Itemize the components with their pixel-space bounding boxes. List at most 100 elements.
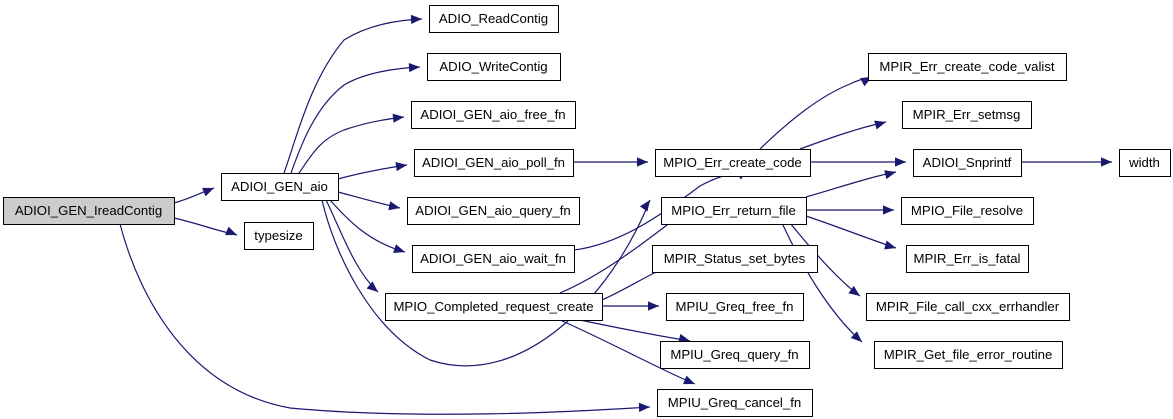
- node-label: MPIR_Err_create_code_valist: [879, 59, 1055, 74]
- graph-node[interactable]: ADIO_WriteContig: [427, 53, 561, 81]
- node-label: MPIR_File_call_cxx_errhandler: [876, 299, 1060, 314]
- graph-node[interactable]: MPIU_Greq_query_fn: [660, 341, 810, 369]
- node-box[interactable]: [407, 197, 580, 225]
- node-box[interactable]: [655, 149, 811, 177]
- arrowhead-icon: [638, 402, 650, 412]
- graph-node[interactable]: ADIOI_GEN_IreadContig: [3, 197, 175, 225]
- node-box[interactable]: [906, 245, 1029, 273]
- node-box[interactable]: [221, 173, 339, 201]
- node-box[interactable]: [429, 5, 559, 33]
- arrowhead-icon: [848, 285, 860, 296]
- node-box[interactable]: [902, 101, 1032, 129]
- graph-node[interactable]: MPIO_Err_create_code: [655, 149, 811, 177]
- node-label: MPIO_Err_create_code: [663, 155, 802, 170]
- arrowhead-icon: [202, 187, 214, 197]
- node-box[interactable]: [666, 293, 804, 321]
- arrowhead-icon: [392, 113, 404, 123]
- graph-node[interactable]: ADIOI_Snprintf: [913, 149, 1022, 177]
- graph-node[interactable]: MPIR_Err_create_code_valist: [868, 53, 1067, 81]
- node-box[interactable]: [414, 149, 574, 177]
- node-box[interactable]: [427, 53, 561, 81]
- node-box[interactable]: [657, 389, 813, 417]
- arrowhead-icon: [410, 14, 422, 24]
- graph-node[interactable]: ADIOI_GEN_aio_free_fn: [411, 101, 576, 129]
- graph-node[interactable]: ADIOI_GEN_aio_query_fn: [407, 197, 580, 225]
- call-edge: [321, 199, 651, 367]
- graph-node[interactable]: MPIO_Err_return_file: [661, 197, 807, 225]
- node-label: MPIU_Greq_cancel_fn: [668, 395, 801, 410]
- call-edge: [298, 116, 405, 174]
- call-edge: [290, 66, 421, 174]
- graph-node[interactable]: MPIR_Err_setmsg: [902, 101, 1032, 129]
- node-label: MPIR_Get_file_error_routine: [884, 347, 1053, 362]
- arrowhead-icon: [883, 205, 894, 215]
- graph-node[interactable]: typesize: [244, 222, 314, 250]
- node-label: MPIU_Greq_query_fn: [670, 347, 798, 362]
- arrowhead-icon: [678, 333, 690, 343]
- call-edge: [559, 319, 696, 385]
- node-label: ADIOI_Snprintf: [923, 155, 1012, 170]
- arrowhead-icon: [884, 240, 896, 250]
- arrowhead-icon: [366, 281, 378, 292]
- graph-node[interactable]: MPIU_Greq_cancel_fn: [657, 389, 813, 417]
- arrowhead-icon: [637, 157, 648, 167]
- node-label: ADIOI_GEN_aio: [231, 179, 328, 194]
- node-box[interactable]: [3, 197, 175, 225]
- node-label: MPIO_Err_return_file: [671, 203, 796, 218]
- graph-node[interactable]: MPIR_Err_is_fatal: [906, 245, 1029, 273]
- call-edge: [805, 171, 897, 198]
- node-box[interactable]: [901, 197, 1034, 225]
- arrowhead-icon: [895, 157, 906, 167]
- arrowhead-icon: [874, 120, 886, 130]
- node-box[interactable]: [913, 149, 1022, 177]
- call-edge: [781, 222, 863, 343]
- node-label: MPIR_Status_set_bytes: [664, 251, 806, 266]
- node-box[interactable]: [868, 53, 1067, 81]
- graph-node[interactable]: MPIR_Get_file_error_routine: [874, 341, 1063, 369]
- node-box[interactable]: [244, 222, 314, 250]
- node-box[interactable]: [412, 245, 575, 273]
- call-edge: [119, 223, 651, 415]
- node-label: ADIOI_GEN_aio_free_fn: [420, 107, 565, 122]
- arrowhead-icon: [683, 375, 695, 385]
- arrowhead-icon: [225, 226, 237, 236]
- node-label: MPIU_Greq_free_fn: [675, 299, 793, 314]
- graph-node[interactable]: MPIO_Completed_request_create: [385, 293, 603, 321]
- node-label: ADIO_WriteContig: [439, 59, 547, 74]
- arrowhead-icon: [1101, 157, 1112, 167]
- node-label: MPIO_File_resolve: [911, 203, 1023, 218]
- node-label: MPIR_Err_setmsg: [913, 107, 1021, 122]
- call-edge: [805, 215, 897, 249]
- graph-node[interactable]: MPIO_File_resolve: [901, 197, 1034, 225]
- call-edge: [579, 319, 691, 342]
- node-box[interactable]: [660, 341, 810, 369]
- node-box[interactable]: [385, 293, 603, 321]
- node-label: ADIOI_GEN_aio_poll_fn: [422, 155, 565, 170]
- node-box[interactable]: [1119, 149, 1171, 177]
- call-edge: [799, 121, 887, 150]
- node-box[interactable]: [411, 101, 576, 129]
- graph-node[interactable]: ADIOI_GEN_aio: [221, 173, 339, 201]
- graph-node[interactable]: width: [1119, 149, 1171, 177]
- graph-node[interactable]: MPIR_File_call_cxx_errhandler: [866, 293, 1070, 321]
- arrowhead-icon: [639, 200, 650, 212]
- node-box[interactable]: [874, 341, 1063, 369]
- node-box[interactable]: [866, 293, 1070, 321]
- node-label: ADIOI_GEN_IreadContig: [15, 203, 162, 218]
- arrowhead-icon: [388, 201, 400, 211]
- graph-node[interactable]: ADIOI_GEN_aio_wait_fn: [412, 245, 575, 273]
- node-label: MPIO_Completed_request_create: [393, 299, 593, 314]
- node-box[interactable]: [652, 245, 818, 273]
- node-box[interactable]: [661, 197, 807, 225]
- graph-node[interactable]: ADIOI_GEN_aio_poll_fn: [414, 149, 574, 177]
- arrowhead-icon: [648, 301, 659, 311]
- node-label: ADIOI_GEN_aio_wait_fn: [420, 251, 566, 266]
- graph-node[interactable]: MPIR_Status_set_bytes: [652, 245, 818, 273]
- arrowhead-icon: [393, 244, 405, 253]
- arrowhead-icon: [395, 161, 407, 172]
- graph-node[interactable]: ADIO_ReadContig: [429, 5, 559, 33]
- graph-node[interactable]: MPIU_Greq_free_fn: [666, 293, 804, 321]
- call-edge: [283, 18, 423, 174]
